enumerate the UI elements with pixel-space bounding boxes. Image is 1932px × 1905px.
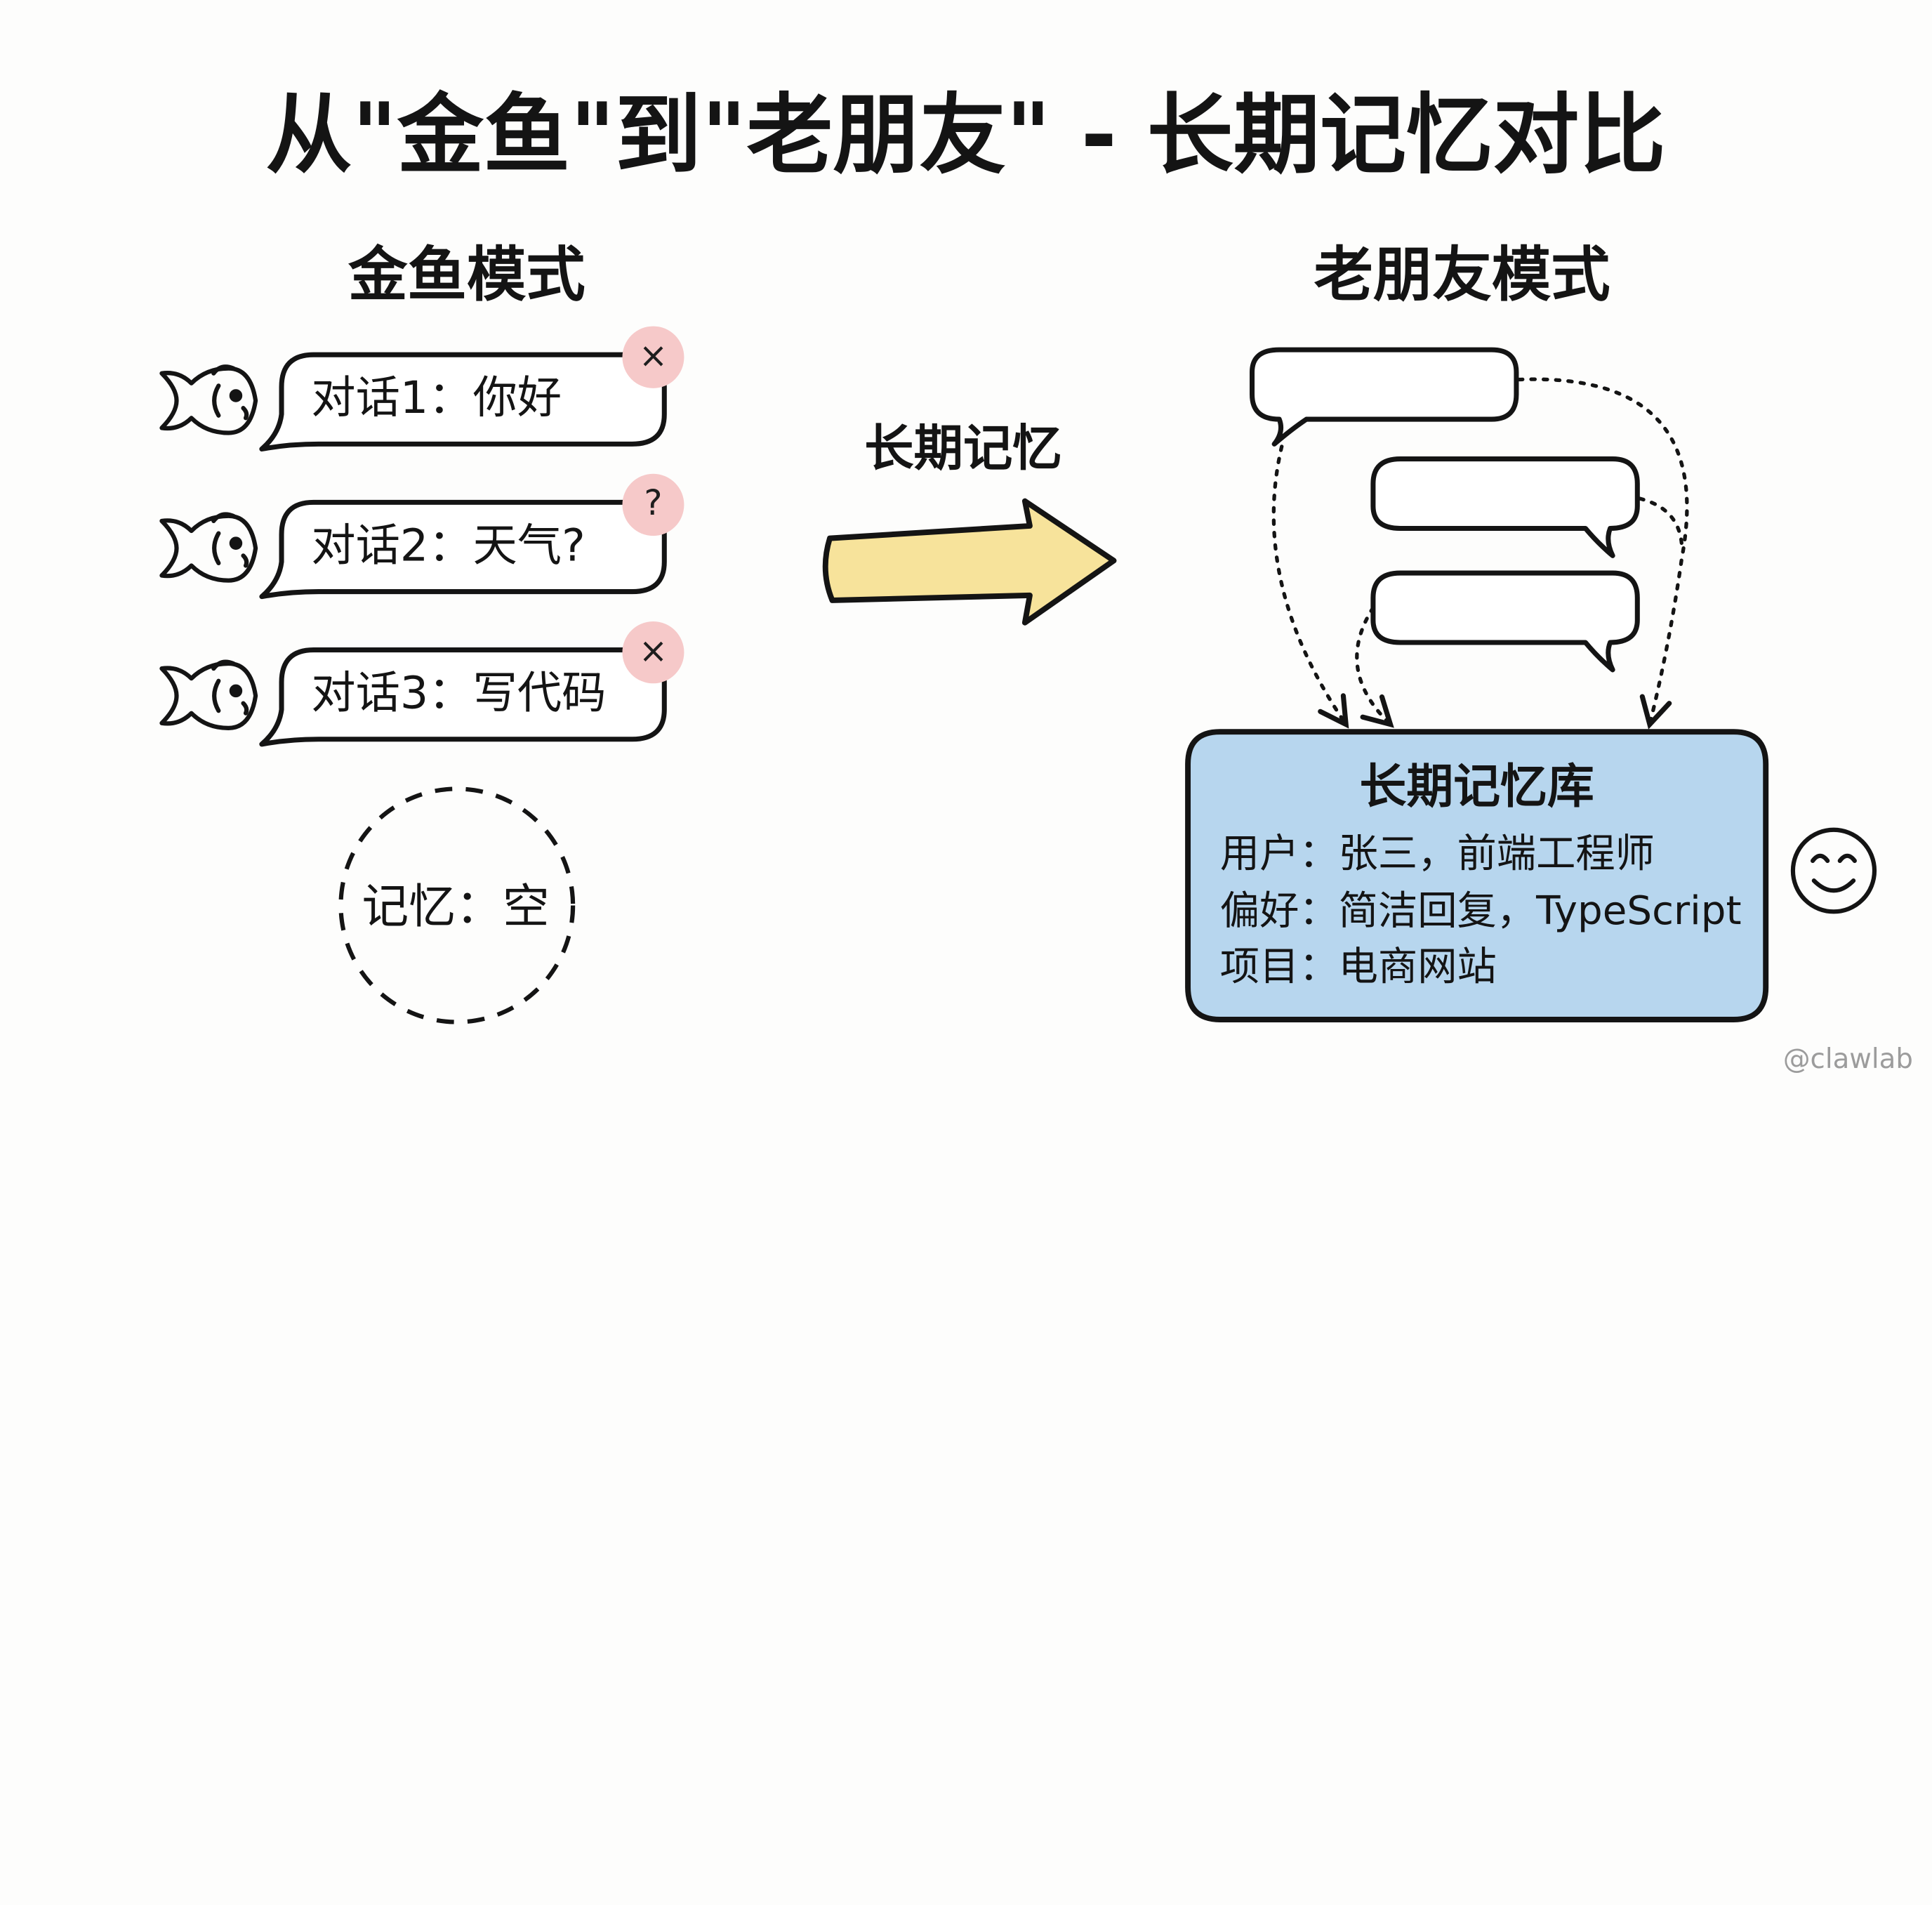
close-icon: ×: [638, 334, 668, 376]
memory-flow-line: [1638, 496, 1684, 548]
memory-flow-line: [1516, 377, 1689, 730]
conversation-3-text: 对话3：写代码: [311, 668, 607, 720]
question-badge: [622, 473, 684, 536]
diagram-artwork: [159, 326, 1877, 1024]
fish-icon: [159, 364, 258, 435]
empty-memory-circle: [338, 786, 576, 1024]
conversation-bubble: [259, 647, 667, 747]
watermark: @clawlab: [1782, 1044, 1913, 1076]
arrow-label: 长期记忆: [864, 420, 1062, 478]
memory-row-project: 项目：电商网站: [1219, 942, 1497, 990]
fish-icon: [159, 659, 258, 730]
question-icon: ?: [644, 482, 663, 524]
empty-memory-label: 记忆：空: [362, 879, 550, 935]
chat-bubble: [1370, 456, 1640, 558]
memory-row-user: 用户：张三，前端工程师: [1219, 829, 1655, 877]
forgotten-badge: [622, 326, 684, 388]
memory-library-box: [1185, 729, 1769, 1022]
conversation-bubble: [259, 499, 667, 600]
chat-bubble: [1370, 570, 1640, 673]
goldfish-heading: 金鱼模式: [348, 240, 585, 310]
conversation-2-text: 对话2：天气?: [311, 520, 585, 572]
conversation-bubble: [259, 352, 667, 451]
chat-bubble: [1250, 347, 1519, 447]
memory-row-preference: 偏好：简洁回复，TypeScript: [1219, 886, 1742, 935]
text-layer: 从"金鱼"到"老朋友" - 长期记忆对比 金鱼模式 老朋友模式 对话1：你好 对…: [265, 84, 1913, 1076]
smiley-icon: [1790, 827, 1877, 914]
old-friend-heading: 老朋友模式: [1314, 240, 1610, 310]
close-icon: ×: [638, 630, 668, 671]
conversation-1-text: 对话1：你好: [311, 373, 562, 425]
fish-icon: [159, 512, 258, 583]
diagram-title: 从"金鱼"到"老朋友" - 长期记忆对比: [265, 84, 1666, 186]
memory-flow-line: [1355, 605, 1394, 728]
memory-flow-line: [1271, 444, 1349, 729]
forgotten-badge: [622, 621, 684, 684]
long-term-memory-arrow: [822, 498, 1117, 626]
memory-library-title: 长期记忆库: [1359, 759, 1594, 814]
